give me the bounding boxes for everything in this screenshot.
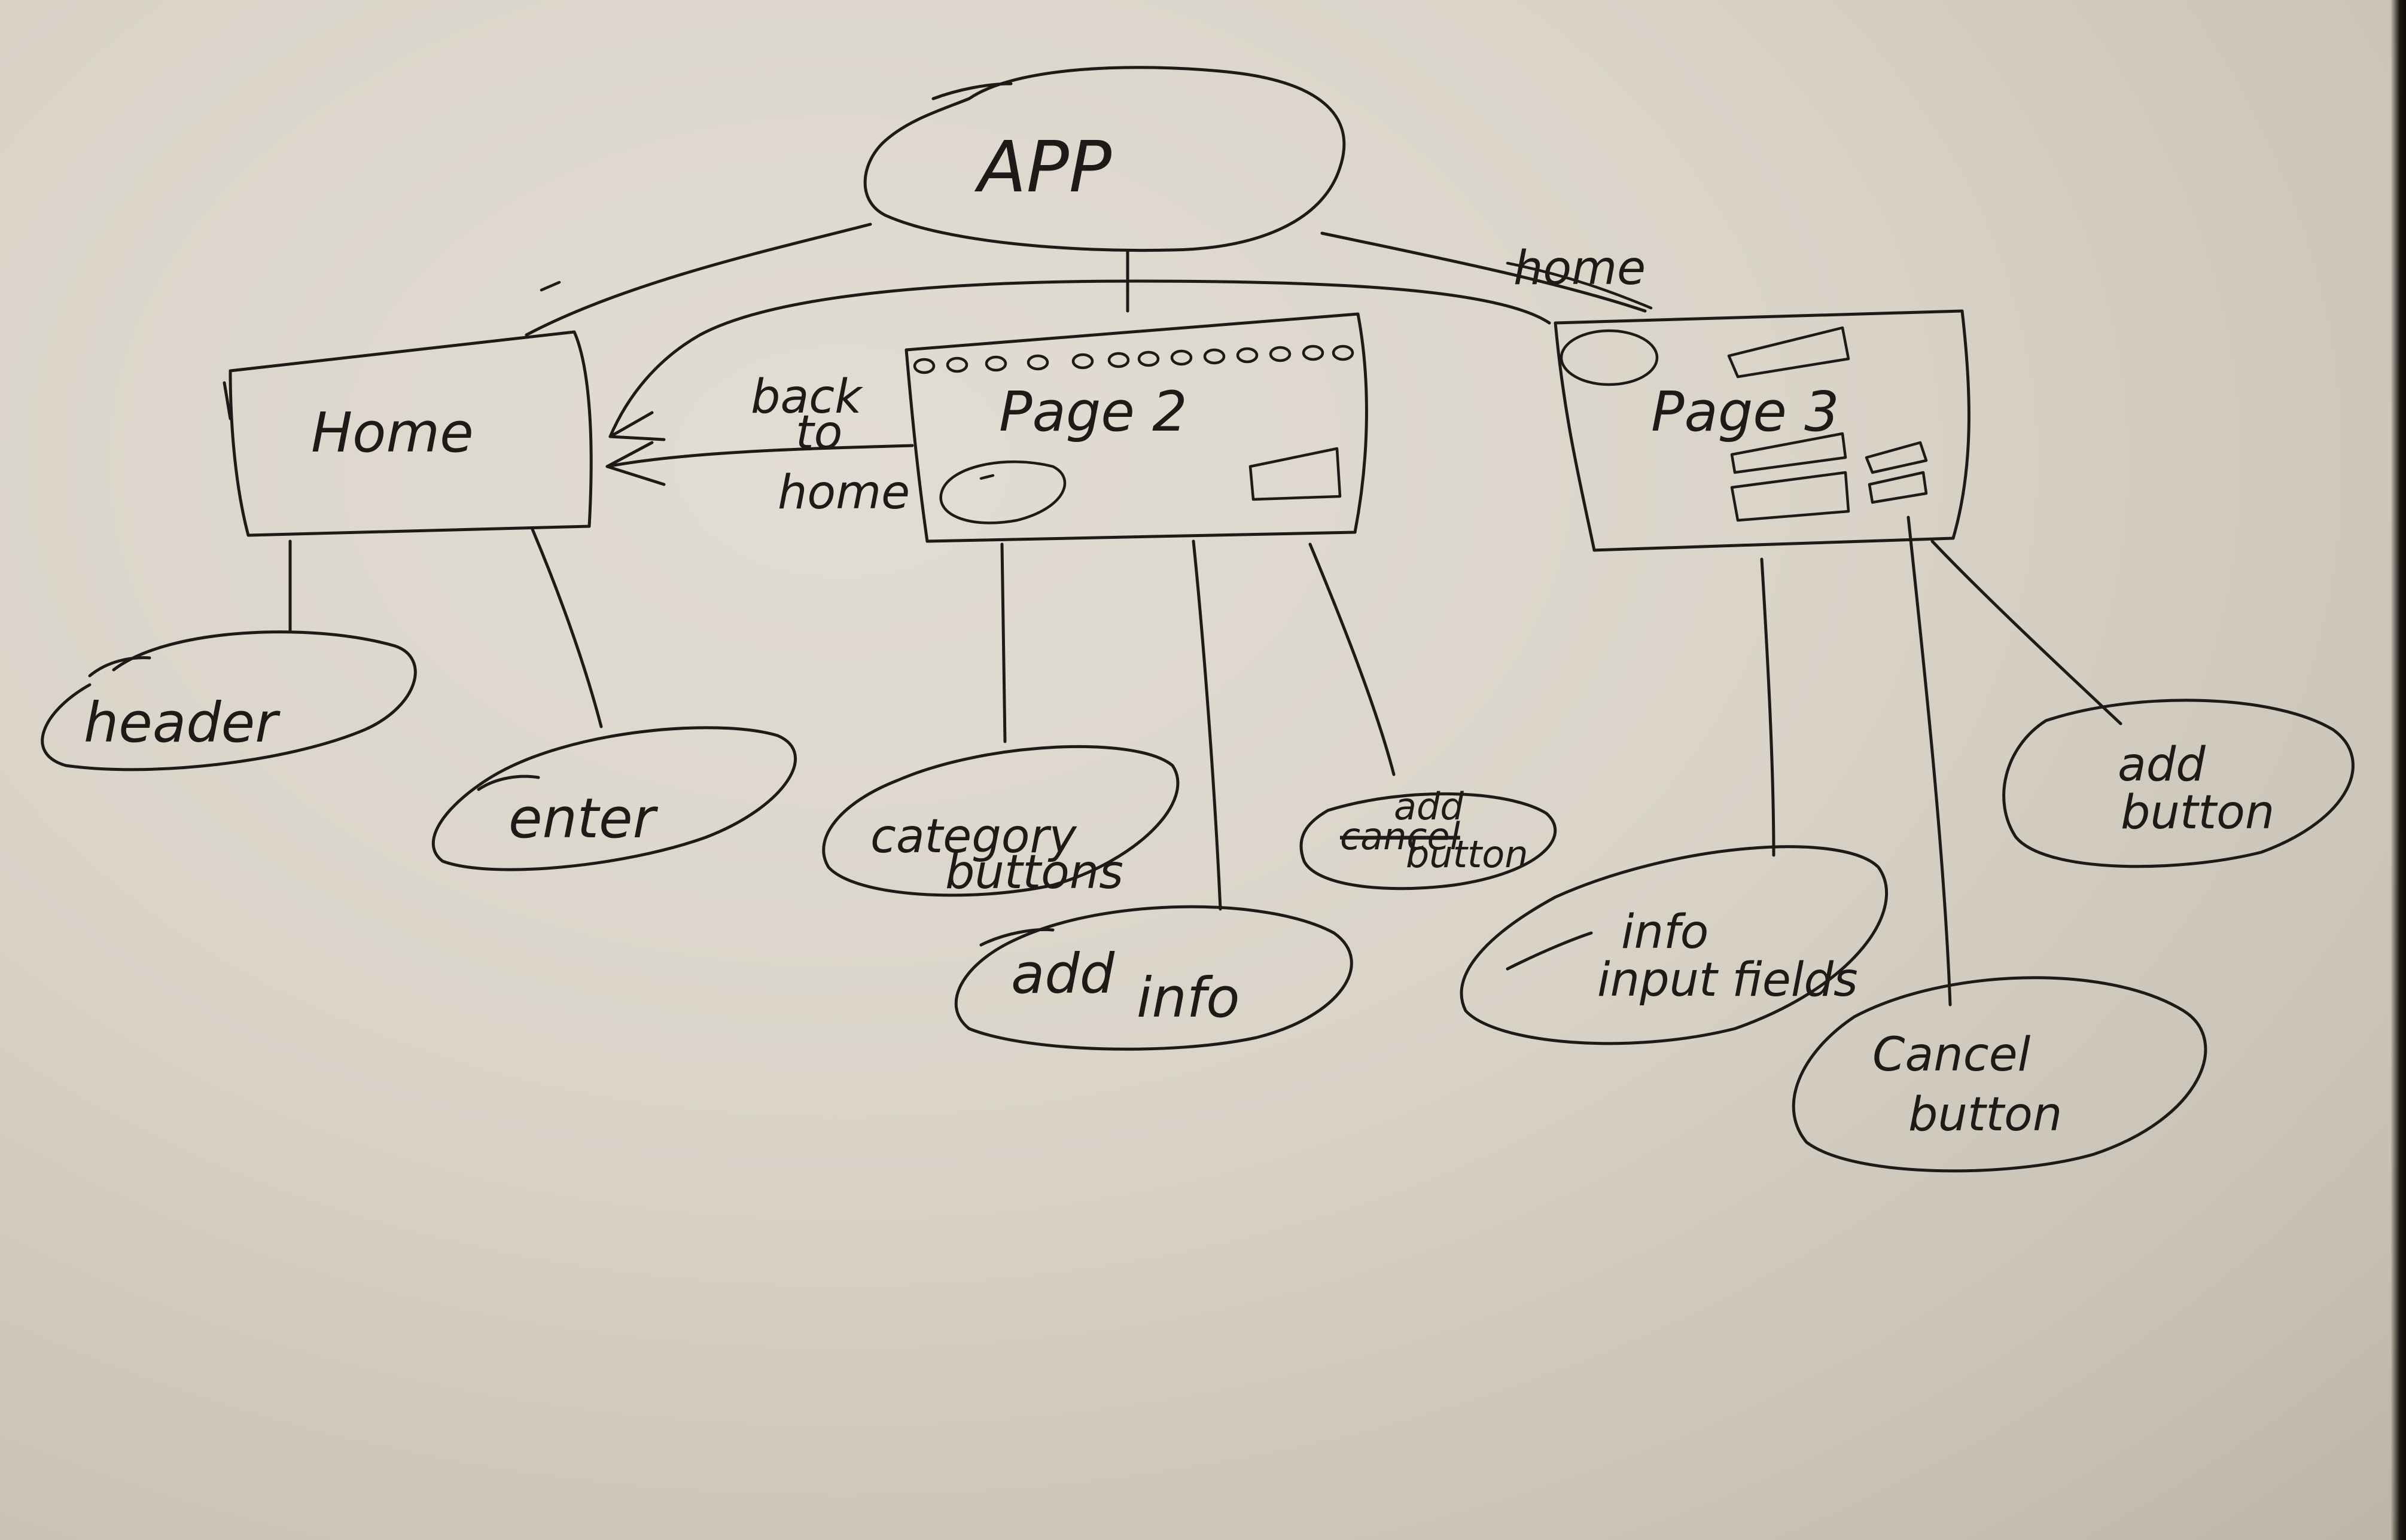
enter-ellipse: [431, 726, 797, 871]
back-to-home-arrow-head: [605, 441, 666, 486]
page3-input-sketch-1: [1730, 432, 1847, 474]
app-label: APP: [974, 126, 1111, 208]
add-button-3-label-2: button: [2121, 786, 2274, 840]
info-input-fields-label-1: info: [1621, 905, 1708, 959]
back-to-home-label-2: to: [796, 406, 842, 460]
connector-tick: [540, 280, 561, 292]
page2-label: Page 2: [999, 380, 1187, 444]
cancel-button-ellipse: [1792, 976, 2207, 1173]
add-info-node: add info: [954, 905, 1353, 1051]
header-label: header: [84, 691, 281, 755]
connector-page3-cancel: [1906, 516, 1952, 1007]
page3-small-button-2: [1868, 471, 1928, 504]
add-button-3-node: add button: [2002, 699, 2355, 868]
cancel-button-label-1: Cancel: [1872, 1028, 2031, 1082]
page3-home-link-line: [1506, 261, 1653, 310]
header-node: header: [41, 630, 417, 771]
info-input-fields-ellipse: [1460, 845, 1889, 1045]
connector-page3-add: [1930, 539, 2122, 725]
category-buttons-label-1: category: [870, 810, 1078, 864]
app-ellipse: [863, 66, 1346, 252]
app-node: APP: [863, 66, 1346, 252]
app-connectors: [525, 222, 1647, 441]
cancel-button-node: Cancel button: [1792, 976, 2207, 1173]
page2-node: Page 2: [904, 312, 1368, 543]
page2-box: [904, 312, 1368, 543]
add-button-label-2: button: [1406, 832, 1528, 876]
add-button-3-ellipse: [2002, 699, 2355, 868]
connector-page3-to-home-curve: [608, 279, 1551, 438]
add-button-3-label-1: add: [2118, 738, 2206, 792]
page3-box: [1554, 309, 1971, 552]
add-info-ellipse: [954, 905, 1353, 1051]
category-buttons-ellipse: [822, 745, 1180, 897]
connector-page3-arrow-head: [608, 411, 666, 441]
connector-page2-add-info: [1192, 539, 1222, 911]
connector-page3-info: [1760, 557, 1775, 857]
page2-add-info-sketch: [939, 460, 1067, 524]
home-page-node: Home: [223, 330, 593, 537]
page3-input-sketch-top: [1727, 326, 1850, 379]
header-ellipse: [41, 630, 417, 771]
page3-small-button-1: [1865, 441, 1928, 474]
connector-app-page3: [1320, 231, 1647, 313]
page3-node: home Page 3: [1506, 242, 1971, 552]
info-input-fields-label-2: input fields: [1597, 953, 1858, 1007]
page3-input-sketch-2: [1730, 471, 1850, 522]
add-info-label-2: info: [1137, 966, 1240, 1030]
page3-children: info input fields Cancel button add butt…: [1460, 516, 2355, 1173]
enter-node: enter: [431, 726, 797, 871]
add-button-label-struck: cancel: [1340, 815, 1460, 858]
category-buttons-label-2: buttons: [945, 846, 1123, 899]
connector-home-enter: [531, 527, 603, 728]
back-to-home-line: [605, 444, 914, 468]
home-page-label: Home: [311, 401, 474, 465]
back-to-home-label-3: home: [778, 466, 910, 520]
connector-app-home: [525, 222, 872, 337]
back-to-home-label-1: back: [751, 370, 863, 424]
enter-label: enter: [508, 786, 659, 850]
info-input-fields-node: info input fields: [1460, 845, 1889, 1045]
cancel-button-label-2: button: [1908, 1088, 2062, 1142]
page2-category-dots: [913, 344, 1354, 374]
back-to-home-edge: back to home: [605, 370, 914, 520]
page2-children: category buttons add info add cancel but…: [822, 539, 1557, 1051]
page3-label: Page 3: [1651, 380, 1839, 444]
connector-page2-add-button: [1308, 542, 1396, 776]
add-button-ellipse: [1299, 792, 1557, 891]
home-page-box: [223, 330, 593, 537]
page2-button-sketch: [1248, 447, 1342, 501]
connector-page2-category: [1000, 542, 1007, 743]
category-buttons-node: category buttons: [822, 745, 1180, 899]
page3-avatar-sketch: [1560, 329, 1659, 386]
add-button-label-1: add: [1394, 785, 1464, 828]
home-children: header enter: [41, 527, 797, 871]
page3-home-link-label: home: [1513, 242, 1646, 295]
add-info-label-1: add: [1011, 942, 1115, 1006]
paper-edge-shadow: [2390, 0, 2406, 1540]
add-button-node: add cancel button: [1299, 785, 1557, 891]
